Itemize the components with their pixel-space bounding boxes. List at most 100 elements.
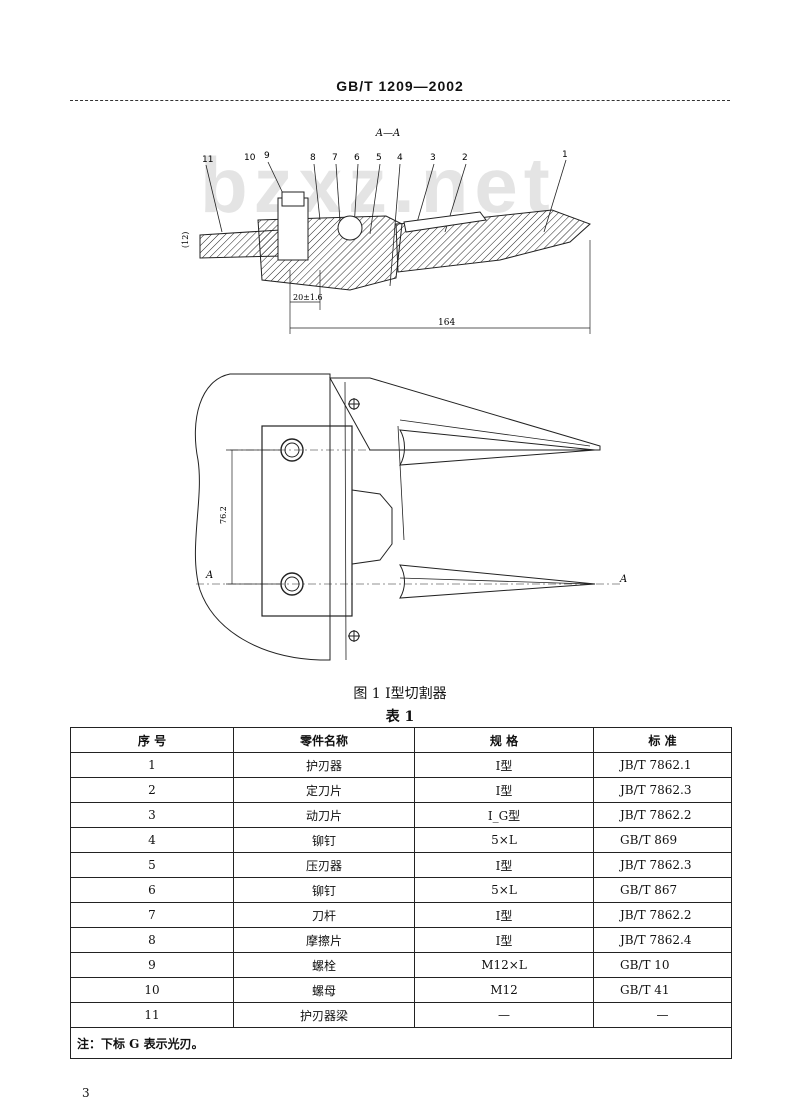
cell-no: 6	[70, 877, 234, 903]
cell-name: 铆钉	[233, 877, 415, 903]
cell-no: 4	[70, 827, 234, 853]
table-note-row: 注：下标 G 表示光刃。	[70, 1027, 732, 1059]
technical-drawing: A—A 11 10 9 8 7 6 5 4 3 2 1 (12) 20±1.6 …	[181, 128, 627, 661]
rivet-marks	[348, 398, 360, 642]
col-header-no: 序 号	[70, 727, 234, 753]
callout-5: 5	[376, 153, 382, 163]
cell-spec: —	[414, 1002, 594, 1028]
cell-name: 刀杆	[233, 902, 415, 928]
callout-3: 3	[430, 153, 436, 163]
cell-name: 铆钉	[233, 827, 415, 853]
dim-lines	[289, 240, 591, 334]
cell-name: 摩擦片	[233, 927, 415, 953]
callout-9: 9	[264, 151, 270, 161]
knife-section	[351, 489, 393, 565]
cell-spec: Ⅰ型	[414, 852, 594, 878]
callout-labels: 11 10 9 8 7 6 5 4 3 2 1	[202, 150, 568, 165]
callout-2: 2	[462, 153, 468, 163]
callout-10: 10	[244, 153, 256, 163]
cell-standard: GB/T 41	[593, 977, 732, 1003]
cell-standard: JB/T 7862.2	[593, 902, 732, 928]
guard-fingers	[344, 381, 591, 661]
cell-name: 螺母	[233, 977, 415, 1003]
cell-spec: Ⅰ型	[414, 752, 594, 778]
section-mark-right: A	[619, 574, 627, 585]
cell-no: 9	[70, 952, 234, 978]
cell-no: 2	[70, 777, 234, 803]
dim-spacing-lines	[226, 449, 280, 585]
cell-name: 螺栓	[233, 952, 415, 978]
col-header-name: 零件名称	[233, 727, 415, 753]
document-header: GB/T 1209—2002	[336, 78, 464, 94]
cell-spec: 5×L	[414, 877, 594, 903]
cell-spec: Ⅰ型	[414, 902, 594, 928]
callout-4: 4	[397, 153, 403, 163]
cell-no: 5	[70, 852, 234, 878]
cell-spec: 5×L	[414, 827, 594, 853]
cell-spec: Ⅰ型	[414, 927, 594, 953]
col-header-standard: 标 准	[593, 727, 732, 753]
cell-standard: GB/T 867	[593, 877, 732, 903]
cell-standard: JB/T 7862.4	[593, 927, 732, 953]
knife-bar	[329, 377, 601, 451]
table-note: 注：下标 G 表示光刃。	[70, 1027, 732, 1059]
cell-standard: GB/T 10	[593, 952, 732, 978]
callout-8: 8	[310, 153, 316, 163]
finger-bottom	[399, 564, 596, 599]
col-header-spec: 规 格	[414, 727, 594, 753]
watermark: bzxz.net	[200, 141, 556, 229]
plan-outline	[194, 373, 331, 661]
cell-name: 动刀片	[233, 802, 415, 828]
cell-no: 10	[70, 977, 234, 1003]
finger-top	[399, 429, 596, 466]
callout-1: 1	[562, 150, 568, 160]
cell-no: 3	[70, 802, 234, 828]
cell-name: 定刀片	[233, 777, 415, 803]
table-header-row: 序 号 零件名称 规 格 标 准	[70, 727, 732, 753]
callout-7: 7	[332, 153, 338, 163]
cell-standard: JB/T 7862.3	[593, 852, 732, 878]
cell-spec: Ⅰ型	[414, 777, 594, 803]
cell-spec: M12×L	[414, 952, 594, 978]
cell-spec: M12	[414, 977, 594, 1003]
cell-name: 护刃器	[233, 752, 415, 778]
cell-standard: GB/T 869	[593, 827, 732, 853]
figure-caption: 图 1 Ⅰ型切割器	[353, 686, 447, 702]
cell-standard: JB/T 7862.3	[593, 777, 732, 803]
cell-spec: Ⅰ_G型	[414, 802, 594, 828]
section-mark-left: A	[205, 570, 213, 581]
clamp-plate	[261, 425, 353, 617]
cell-standard: JB/T 7862.1	[593, 752, 732, 778]
header-rule	[70, 100, 730, 101]
cell-no: 8	[70, 927, 234, 953]
dim-spacing: 76.2	[219, 506, 228, 524]
page-number: 3	[82, 1086, 90, 1100]
cell-standard: —	[593, 1002, 732, 1028]
cell-name: 压刃器	[233, 852, 415, 878]
cell-no: 7	[70, 902, 234, 928]
table-caption: 表 1	[385, 709, 415, 725]
section-label: A—A	[375, 128, 400, 139]
dim-length: 164	[438, 318, 455, 328]
section-body	[199, 191, 591, 291]
dim-height: (12)	[181, 232, 190, 248]
center-lines	[196, 449, 620, 585]
callout-11: 11	[202, 155, 213, 165]
cell-no: 1	[70, 752, 234, 778]
dim-offset: 20±1.6	[293, 293, 323, 302]
cell-name: 护刃器梁	[233, 1002, 415, 1028]
cell-no: 11	[70, 1002, 234, 1028]
cell-standard: JB/T 7862.2	[593, 802, 732, 828]
